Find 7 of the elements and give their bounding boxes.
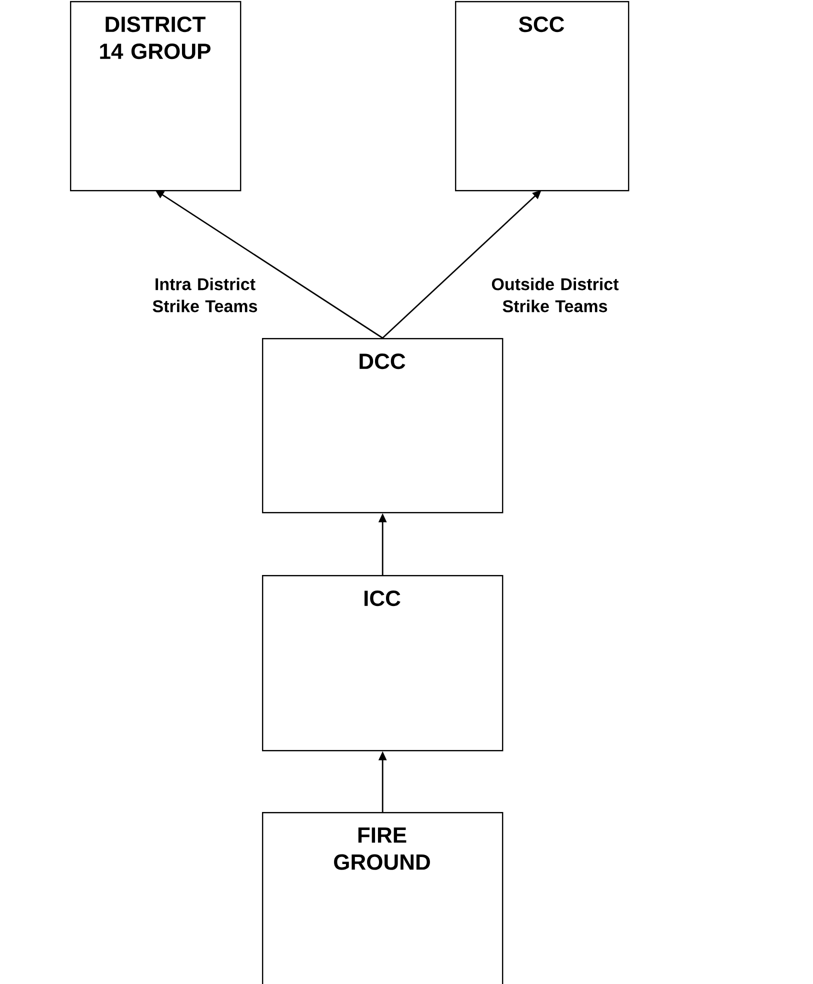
process-box: SCC [455, 1, 630, 192]
process-box: DCC [262, 338, 504, 514]
process-box: DISTRICT 14 GROUP [70, 1, 242, 192]
edge-label: Outside District Strike Teams [492, 278, 619, 312]
process-box: FIRE GROUND [262, 812, 504, 984]
edge-label: Intra District Strike Teams [152, 278, 258, 312]
process-box: ICC [262, 575, 504, 752]
